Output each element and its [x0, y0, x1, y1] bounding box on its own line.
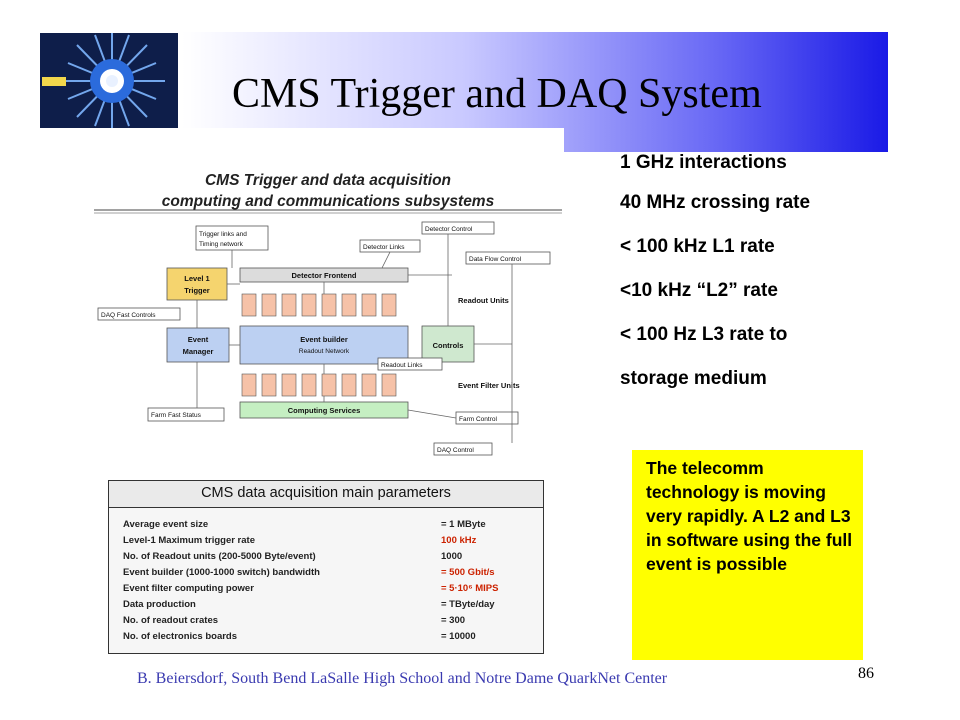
data-flow-control-box: Data Flow Control	[465, 251, 551, 265]
svg-text:DAQ Fast Controls: DAQ Fast Controls	[101, 312, 156, 319]
table-row: Level-1 Maximum trigger rate 100 kHz	[123, 535, 533, 550]
svg-text:Readout Network: Readout Network	[299, 348, 350, 355]
filter-units-row	[241, 373, 397, 397]
param-label: Event filter computing power	[123, 583, 254, 594]
svg-text:Farm Control: Farm Control	[459, 416, 497, 423]
footer-credit: B. Beiersdorf, South Bend LaSalle High S…	[137, 670, 668, 687]
cms-daq-diagram: CMS Trigger and data acquisition computi…	[92, 160, 564, 456]
note-box: The telecomm technology is moving very r…	[632, 450, 863, 660]
svg-text:Level 1: Level 1	[184, 274, 209, 283]
svg-text:Data Flow Control: Data Flow Control	[469, 256, 522, 263]
param-value: = 1 MByte	[441, 519, 486, 530]
farm-control-box: Farm Control	[455, 411, 519, 425]
daq-parameters-table: CMS data acquisition main parameters Ave…	[108, 480, 544, 654]
table-row: Event filter computing power = 5·10⁶ MIP…	[123, 583, 533, 598]
param-label: Data production	[123, 599, 196, 610]
rate-item: <10 kHz “L2” rate	[620, 280, 778, 301]
param-value: = 500 Gbit/s	[441, 567, 495, 578]
param-label: Level-1 Maximum trigger rate	[123, 535, 255, 546]
parameters-title: CMS data acquisition main parameters	[201, 485, 451, 501]
rate-item: < 100 Hz L3 rate to	[620, 324, 788, 345]
readout-units-row	[241, 293, 397, 317]
detector-control-box: Detector Control	[421, 221, 495, 235]
svg-text:Timing network: Timing network	[199, 241, 244, 248]
daq-fast-controls-box: DAQ Fast Controls	[97, 307, 181, 321]
param-value: = TByte/day	[441, 599, 495, 610]
param-label: No. of Readout units (200-5000 Byte/even…	[123, 551, 316, 562]
parameters-header: CMS data acquisition main parameters	[109, 481, 543, 508]
param-label: No. of readout crates	[123, 615, 219, 626]
farm-fast-status-box: Farm Fast Status	[147, 407, 225, 422]
table-row: No. of readout crates = 300	[123, 615, 533, 630]
level1-trigger-box: Level 1 Trigger	[166, 267, 228, 301]
readout-links-box: Readout Links	[377, 357, 443, 371]
rates-list: 1 GHz interactions 40 MHz crossing rate …	[620, 148, 880, 408]
readout-units-label: Readout Units	[458, 296, 509, 305]
svg-text:Readout Links: Readout Links	[381, 362, 423, 369]
param-value: = 300	[441, 615, 466, 626]
rate-item: 40 MHz crossing rate	[620, 192, 811, 213]
svg-text:DAQ Control: DAQ Control	[437, 447, 474, 454]
table-row: No. of Readout units (200-5000 Byte/even…	[123, 551, 533, 566]
param-value: = 5·10⁶ MIPS	[441, 583, 499, 594]
param-value: 100 kHz	[441, 535, 477, 546]
starburst-icon	[40, 33, 178, 128]
svg-text:Computing Services: Computing Services	[288, 406, 361, 415]
diagram-title-line2: computing and communications subsystems	[162, 193, 495, 210]
table-row: Data production = TByte/day	[123, 599, 533, 614]
svg-text:Detector Control: Detector Control	[425, 226, 473, 233]
daq-control-box: DAQ Control	[433, 442, 493, 456]
svg-text:Trigger: Trigger	[184, 286, 210, 295]
svg-text:Detector Links: Detector Links	[363, 244, 405, 251]
banner-notch	[182, 128, 564, 152]
table-row: No. of electronics boards = 10000	[123, 631, 533, 646]
trigger-links-box: Trigger links and Timing network	[195, 225, 269, 251]
rate-item: storage medium	[620, 368, 767, 389]
param-value: 1000	[441, 551, 463, 562]
svg-text:Event: Event	[188, 335, 209, 344]
table-row: Event builder (1000-1000 switch) bandwid…	[123, 567, 533, 582]
note-text: The telecomm technology is moving very r…	[646, 458, 853, 574]
svg-text:Farm Fast Status: Farm Fast Status	[151, 412, 202, 419]
svg-text:Event builder: Event builder	[300, 335, 348, 344]
rate-item: < 100 kHz L1 rate	[620, 236, 775, 257]
controls-box: Controls	[421, 325, 475, 363]
slide-title: CMS Trigger and DAQ System	[232, 71, 762, 117]
svg-text:Manager: Manager	[183, 347, 214, 356]
event-manager-box: Event Manager	[166, 327, 230, 363]
param-label: No. of electronics boards	[123, 631, 238, 642]
quarknet-logo	[40, 33, 178, 128]
event-filter-units-label: Event Filter Units	[458, 381, 520, 390]
svg-text:Controls: Controls	[433, 341, 464, 350]
computing-services-box: Computing Services	[239, 401, 409, 419]
rate-item: 1 GHz interactions	[620, 152, 787, 173]
page-number: 86	[858, 665, 874, 682]
param-label: Average event size	[123, 519, 209, 530]
table-row: Average event size = 1 MByte	[123, 519, 533, 534]
diagram-title-line1: CMS Trigger and data acquisition	[205, 172, 451, 189]
svg-text:Detector Frontend: Detector Frontend	[291, 271, 356, 280]
param-label: Event builder (1000-1000 switch) bandwid…	[123, 567, 320, 578]
diagram-connectors	[196, 234, 513, 443]
detector-frontend-box: Detector Frontend	[239, 267, 409, 283]
svg-text:Trigger links and: Trigger links and	[199, 231, 247, 238]
param-value: = 10000	[441, 631, 476, 642]
detector-links-box: Detector Links	[359, 239, 421, 253]
logo-tag	[42, 77, 66, 86]
